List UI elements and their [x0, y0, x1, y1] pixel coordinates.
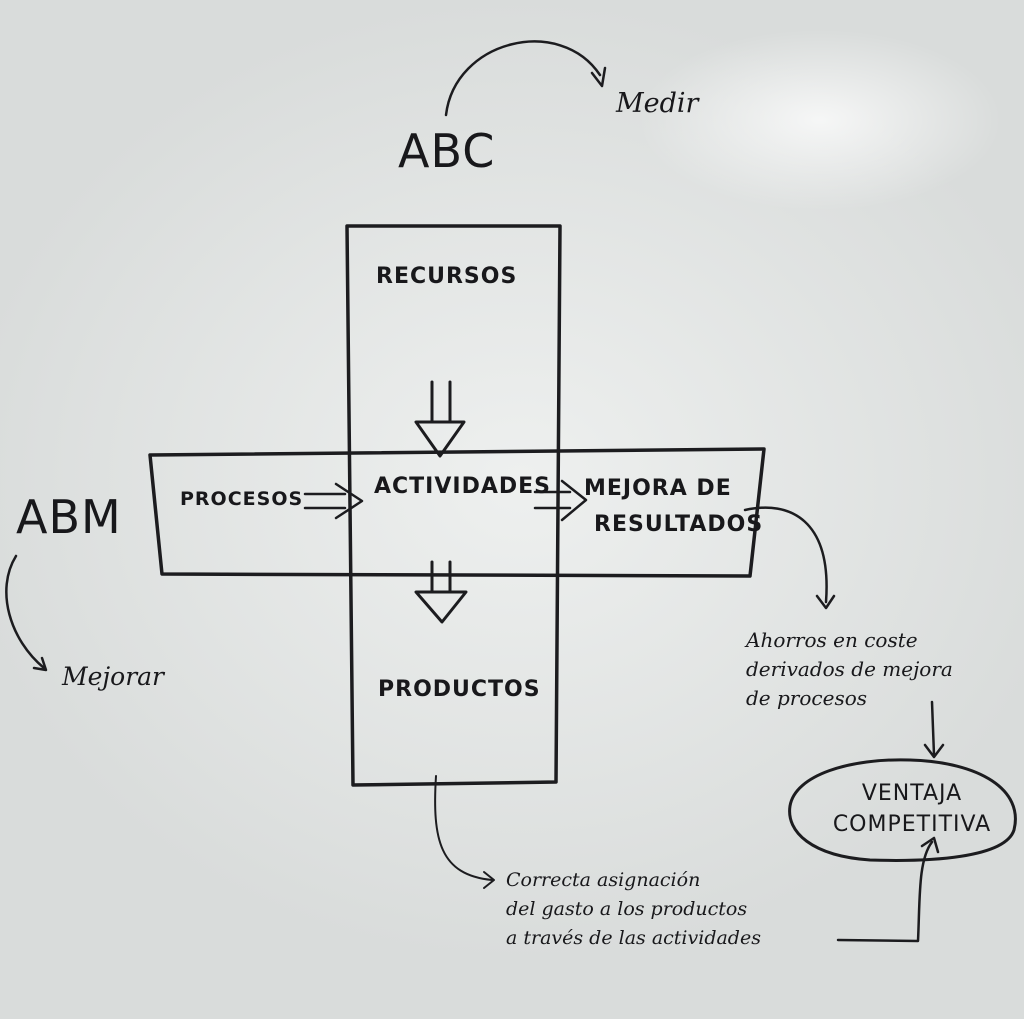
ventaja-up-arrowhead	[920, 836, 940, 854]
medir-arrowhead	[590, 66, 607, 88]
medir-label: Medir	[616, 88, 699, 119]
productos-down-arrow	[414, 560, 468, 624]
ventaja-ellipse	[788, 758, 1017, 862]
ventaja-line: COMPETITIVA	[832, 812, 992, 837]
asignacion-arrowhead	[483, 871, 495, 889]
asignacion-curve	[434, 775, 493, 881]
ventaja-down-arrow	[923, 700, 945, 759]
asignacion-note-line: del gasto a los productos	[506, 898, 748, 920]
ventaja-text: VENTAJA COMPETITIVA	[812, 778, 1012, 840]
recursos-down-arrow	[414, 380, 466, 458]
asignacion-note-line: a través de las actividades	[506, 927, 761, 949]
mejorar-arrowhead	[32, 656, 48, 672]
productos-label: PRODUCTOS	[378, 677, 541, 702]
recursos-label: RECURSOS	[376, 264, 518, 289]
actividades-arrow	[533, 479, 588, 522]
ahorros-arrowhead	[815, 594, 836, 610]
ahorros-note-line: Ahorros en coste	[746, 628, 918, 652]
abm-label: ABM	[16, 490, 122, 544]
asignacion-note-line: Correcta asignación	[506, 869, 701, 891]
procesos-label: PROCESOS	[180, 488, 304, 510]
asignacion-to-ventaja-line	[836, 840, 934, 943]
mejora-label-line2: RESULTADOS	[594, 512, 764, 537]
ventaja-line: VENTAJA	[861, 781, 963, 806]
mejorar-arc	[5, 554, 46, 670]
mejorar-label: Mejorar	[62, 662, 165, 691]
resultados-curve	[743, 506, 828, 604]
asignacion-note: Correcta asignación del gasto a los prod…	[506, 866, 761, 953]
ahorros-note-line: de procesos	[746, 686, 868, 710]
procesos-arrow	[303, 482, 364, 520]
vertical-box	[345, 224, 562, 787]
horizontal-box	[148, 447, 766, 578]
ahorros-note: Ahorros en coste derivados de mejora de …	[746, 626, 953, 713]
actividades-label: ACTIVIDADES	[374, 474, 551, 499]
ahorros-note-line: derivados de mejora	[746, 657, 953, 681]
abc-label: ABC	[398, 124, 496, 178]
mejora-label-line1: MEJORA DE	[584, 476, 732, 501]
medir-arc	[444, 40, 602, 117]
